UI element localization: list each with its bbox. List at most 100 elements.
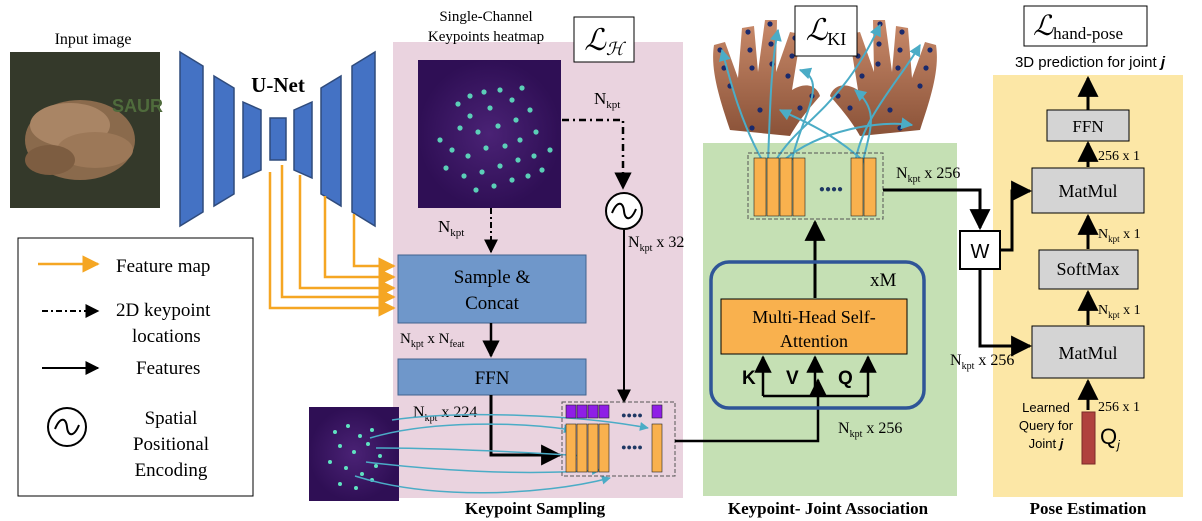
softmax-box bbox=[1038, 249, 1139, 290]
hand-joint bbox=[797, 105, 803, 111]
thumbnail-keypoint bbox=[328, 460, 332, 464]
thumbnail-keypoint bbox=[352, 450, 356, 454]
nkpt-label-heatmap-down: Nkpt bbox=[438, 217, 464, 239]
input-image: SAUR bbox=[10, 52, 163, 208]
heatmap-keypoint bbox=[515, 157, 521, 163]
sampling-ffn-label: FFN bbox=[475, 368, 510, 389]
hand-joint bbox=[749, 125, 755, 131]
heatmap-keypoint bbox=[461, 173, 467, 179]
heatmap-keypoint bbox=[495, 123, 501, 129]
thumbnail-keypoint bbox=[374, 464, 378, 468]
heatmap-keypoint bbox=[525, 173, 531, 179]
sampled-tokens-frame bbox=[561, 401, 676, 477]
association-token bbox=[863, 157, 877, 217]
thumbnail-keypoint bbox=[370, 428, 374, 432]
dim-256x1-bottom: 256 x 1 bbox=[1098, 400, 1140, 415]
positional-token bbox=[651, 404, 663, 419]
hand-joint bbox=[859, 73, 865, 79]
hand-joint bbox=[923, 65, 929, 71]
association-tokens-frame bbox=[747, 152, 884, 220]
loss-ki: ℒKI bbox=[806, 14, 847, 49]
thumbnail-keypoint bbox=[378, 454, 382, 458]
heatmap-keypoint bbox=[509, 177, 515, 183]
unet-encoder-decoder bbox=[179, 50, 376, 228]
hand-joint bbox=[785, 73, 791, 79]
nkpt-x32-label: Nkpt x 32 bbox=[628, 234, 684, 254]
loss-ki-box bbox=[794, 5, 858, 57]
positional-encoding-icon bbox=[605, 192, 643, 230]
nkpt-x256-label-top: Nkpt x 256 bbox=[896, 165, 960, 185]
pose-estimation-title: Pose Estimation bbox=[1030, 499, 1147, 518]
loss-hand-pose: ℒhand-pose bbox=[1033, 11, 1123, 43]
heatmap-keypoint bbox=[443, 165, 449, 171]
matmul-bottom-label: MatMul bbox=[1058, 343, 1117, 363]
unet-label: U-Net bbox=[251, 73, 305, 97]
legend-features-label: Features bbox=[136, 358, 200, 379]
heatmap-caption-line1: Single-Channel bbox=[439, 9, 532, 25]
hand-joint bbox=[899, 29, 905, 35]
legend-box bbox=[17, 237, 254, 497]
nkpt-x1-label-top: Nkpt x 1 bbox=[1098, 227, 1141, 244]
heatmap-keypoints bbox=[437, 85, 553, 193]
thumbnail-keypoint bbox=[338, 444, 342, 448]
thumbnail-keypoint bbox=[366, 442, 370, 446]
association-token bbox=[766, 157, 780, 217]
heatmap-keypoint bbox=[455, 101, 461, 107]
query-symbol: Qj bbox=[1100, 424, 1120, 452]
legend-spe-line1: Spatial bbox=[145, 408, 198, 429]
tokens-to-attention-arrow bbox=[675, 378, 827, 443]
heatmap-caption-line2: Keypoints heatmap bbox=[428, 29, 544, 45]
heatmap-keypoint bbox=[457, 125, 463, 131]
hand-joint bbox=[875, 61, 881, 67]
feature-token bbox=[576, 423, 588, 473]
nkpt-x256-label-bottom: Nkpt x 256 bbox=[838, 420, 902, 440]
dim-256x1-top: 256 x 1 bbox=[1098, 149, 1140, 164]
heatmap-keypoint bbox=[437, 137, 443, 143]
heatmap-keypoint bbox=[519, 85, 525, 91]
legend-spe-line3: Encoding bbox=[135, 460, 208, 481]
pose-ffn-label: FFN bbox=[1072, 117, 1103, 136]
feature-token bbox=[565, 423, 577, 473]
positional-token bbox=[576, 404, 588, 419]
loss-heatmap: ℒℋ bbox=[584, 24, 627, 59]
keypoint-sampling-title: Keypoint Sampling bbox=[465, 499, 606, 518]
w-label: W bbox=[971, 241, 990, 263]
heatmap-keypoint bbox=[483, 145, 489, 151]
heatmap-keypoint bbox=[509, 97, 515, 103]
positional-embedding-tokens bbox=[565, 404, 663, 419]
heatmap-keypoint bbox=[531, 153, 537, 159]
hand-joint bbox=[927, 47, 933, 53]
association-tokens-ellipsis: ●●●● bbox=[819, 184, 843, 195]
feature-token bbox=[598, 423, 610, 473]
thumbnail-keypoint bbox=[333, 430, 337, 434]
heatmap-keypoint bbox=[527, 107, 533, 113]
sample-concat-box bbox=[397, 254, 587, 324]
hand-joint bbox=[897, 125, 903, 131]
feature-map-arrows bbox=[268, 165, 396, 317]
heatmap-keypoint bbox=[502, 143, 508, 149]
learned-query-line1: Learned bbox=[1022, 400, 1070, 415]
heatmap-to-spe-arrow bbox=[562, 118, 632, 190]
heatmap-keypoint bbox=[497, 87, 503, 93]
input-image-caption: Input image bbox=[55, 31, 132, 48]
thumbnail-keypoint bbox=[358, 434, 362, 438]
nkpt-x-nfeat-label: Nkpt x Nfeat bbox=[400, 331, 465, 350]
learned-query-line3: Joint j bbox=[1029, 436, 1064, 451]
transformer-block-frame bbox=[709, 260, 926, 410]
hand-joint bbox=[745, 29, 751, 35]
heatmap-keypoint bbox=[513, 117, 519, 123]
nkpt-x256-label-pose: Nkpt x 256 bbox=[950, 352, 1014, 372]
positional-token bbox=[598, 404, 610, 419]
heatmap-keypoint bbox=[467, 93, 473, 99]
w-to-matmul-bottom-arrow bbox=[978, 269, 1033, 357]
thumbnail-keypoint bbox=[354, 486, 358, 490]
heatmap-keypoint bbox=[539, 167, 545, 173]
heatmap-image bbox=[418, 60, 561, 208]
softmax-label: SoftMax bbox=[1057, 259, 1120, 279]
learned-query-bar bbox=[1081, 411, 1096, 465]
nkpt-label-heatmap-right: Nkpt bbox=[594, 89, 620, 111]
heatmap-keypoint bbox=[547, 147, 553, 153]
tokens-to-w-arrow bbox=[883, 188, 991, 231]
query-label: Q bbox=[838, 368, 853, 389]
